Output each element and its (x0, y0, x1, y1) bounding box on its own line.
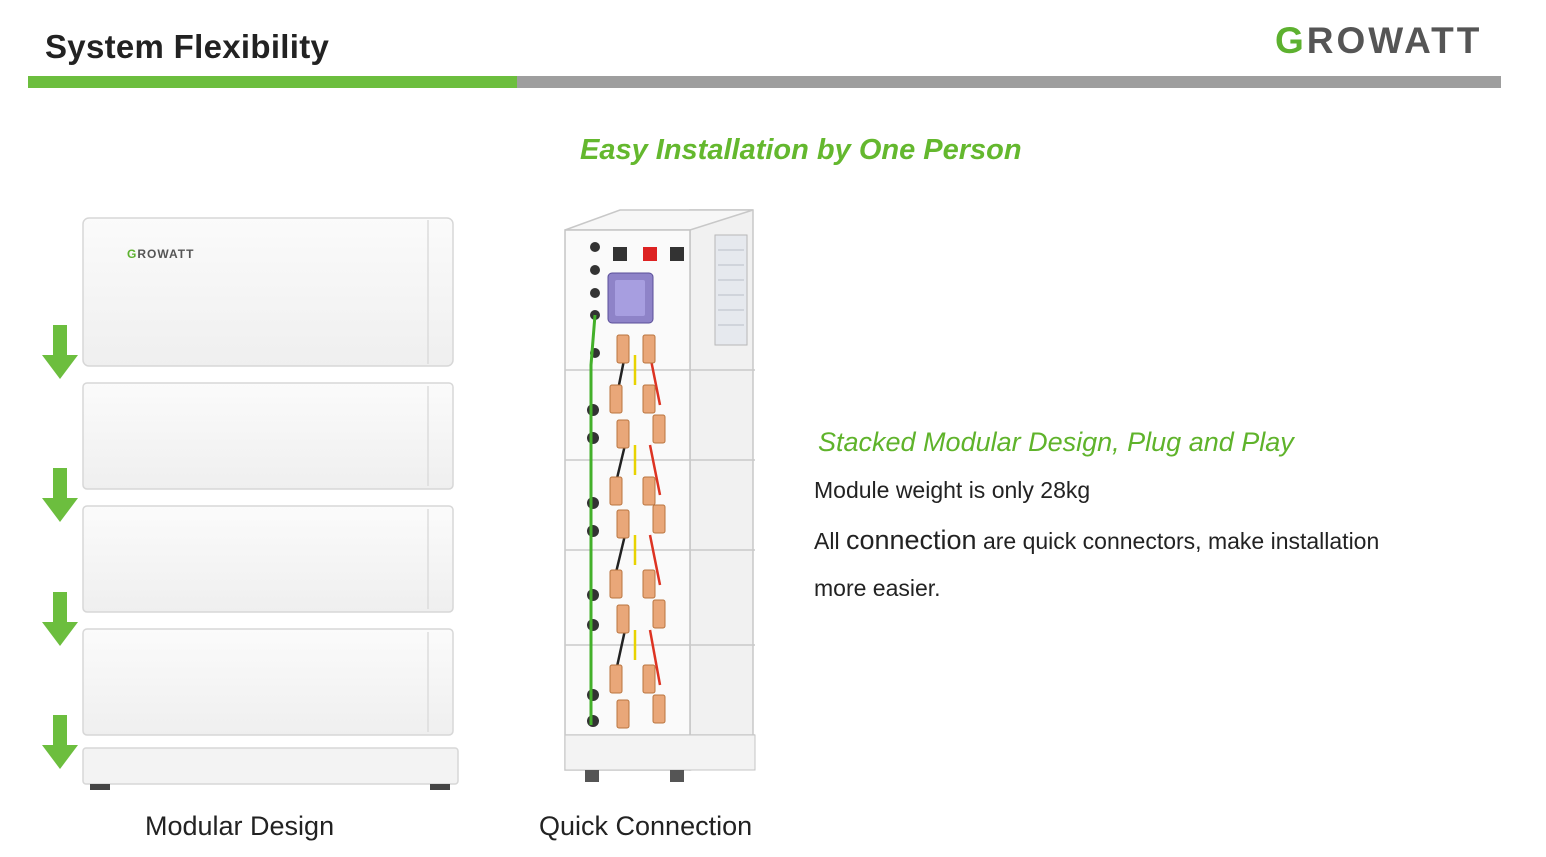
down-arrow-icon (42, 592, 78, 646)
modular-stack-illustration: GROWATT (42, 217, 459, 790)
feature-line-connectors-part1: All (814, 528, 846, 554)
headline: Easy Installation by One Person (580, 134, 1022, 166)
battery-base (82, 747, 459, 790)
battery-module-3 (82, 505, 454, 613)
header-divider-green (28, 76, 517, 88)
caption-modular-design: Modular Design (145, 811, 335, 841)
brand-logo: GROWATT (1275, 20, 1482, 62)
page-title: System Flexibility (45, 28, 330, 65)
caption-quick-connection: Quick Connection (539, 811, 753, 841)
down-arrow-icon (42, 715, 78, 769)
battery-module-2 (82, 382, 454, 490)
battery-module-4 (82, 628, 454, 736)
quick-connection-illustration (564, 209, 756, 782)
down-arrow-icon (42, 468, 78, 522)
brand-logo-g: G (1275, 20, 1307, 61)
feature-line-connectors-part2: are quick connectors, make installation (976, 528, 1380, 554)
feature-line-weight: Module weight is only 28kg (814, 477, 1091, 503)
header-divider-gray (517, 76, 1501, 88)
feature-line-connectors: All connection are quick connectors, mak… (814, 525, 1379, 556)
module-logo-g: G (127, 247, 137, 261)
module-logo-text: ROWATT (137, 247, 194, 261)
svg-text:GROWATT: GROWATT (127, 247, 194, 261)
brand-logo-text: ROWATT (1306, 20, 1483, 61)
feature-subheading: Stacked Modular Design, Plug and Play (818, 427, 1294, 457)
battery-module-top: GROWATT (82, 217, 454, 367)
feature-line-connectors-word: connection (845, 525, 977, 555)
down-arrow-icon (42, 325, 78, 379)
feature-line-easier: more easier. (814, 575, 941, 601)
